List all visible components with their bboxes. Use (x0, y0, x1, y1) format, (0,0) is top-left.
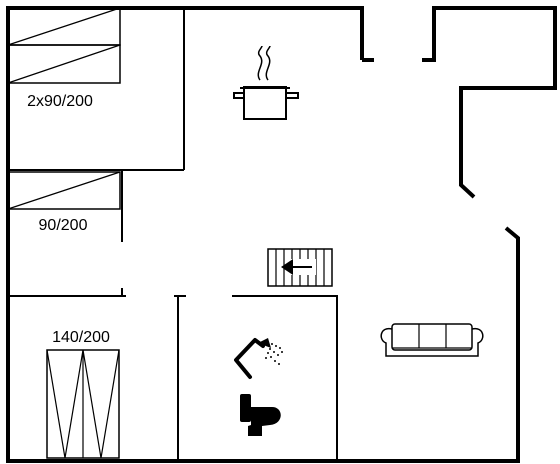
bed-1a-diagonal (7, 7, 121, 46)
shower-icon (234, 338, 283, 379)
bed-2-diagonal (7, 171, 121, 210)
stairs-icon (267, 248, 333, 287)
bed-single (7, 171, 121, 210)
shower-spray (265, 343, 283, 365)
outer-wall-right (422, 6, 557, 199)
bed-label-bedroom-1: 2x90/200 (27, 93, 93, 110)
bed-double (46, 349, 120, 459)
bed-double-twin (7, 7, 121, 84)
bed-3-right-v (82, 349, 120, 459)
exterior-walls (6, 6, 557, 463)
bed-1b-diagonal (7, 44, 121, 84)
stairs-arrow-head (281, 259, 293, 275)
bed-label-bedroom-2: 90/200 (39, 217, 88, 234)
cooking-pot-icon (233, 45, 299, 120)
steam-lines (257, 45, 271, 81)
toilet-icon (240, 394, 281, 436)
bathroom-top-wall (232, 295, 338, 461)
bathroom-left-wall (174, 295, 186, 461)
interior-walls (8, 8, 338, 461)
outer-wall-main (6, 6, 520, 463)
bed-2 (7, 171, 121, 210)
sofa-icon (380, 323, 484, 357)
bed-3-left-v (46, 349, 84, 459)
bed-label-bedroom-3: 140/200 (52, 329, 110, 346)
bed-1b (7, 44, 121, 84)
